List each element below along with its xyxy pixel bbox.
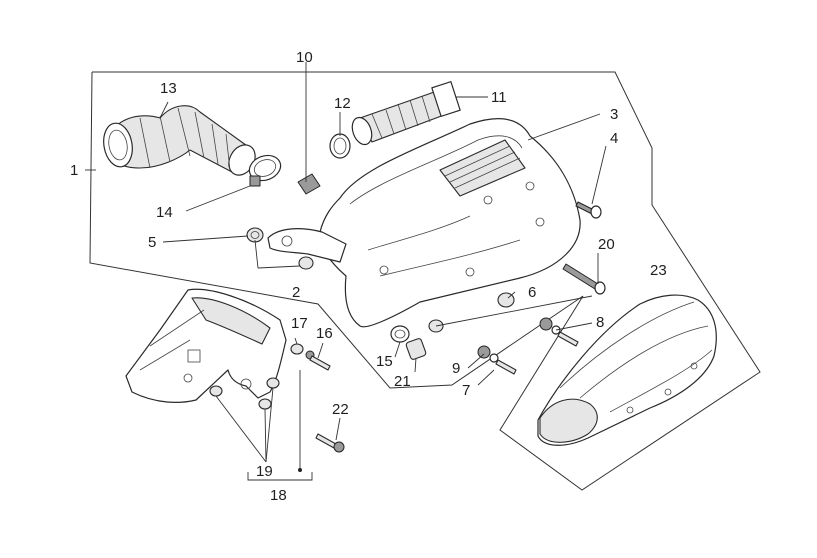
reference-dot <box>298 468 302 472</box>
callout-5: 5 <box>148 234 156 251</box>
screw-20-part <box>562 263 606 295</box>
breather-hose-part <box>351 81 461 146</box>
clip-part <box>297 173 321 195</box>
callout-19: 19 <box>256 463 273 480</box>
callout-1: 1 <box>70 162 78 179</box>
callout-22: 22 <box>332 401 349 418</box>
washer-17-part <box>290 343 304 355</box>
callout-21: 21 <box>394 373 411 390</box>
callout-20: 20 <box>598 236 615 253</box>
callout-23: 23 <box>650 262 667 279</box>
callout-4: 4 <box>610 130 618 147</box>
callout-7: 7 <box>462 382 470 399</box>
hose-clamp-15-part <box>390 325 410 343</box>
air-box-cover-part <box>537 294 717 446</box>
hose-clamp-part <box>248 154 282 187</box>
screw-4-part <box>575 201 602 219</box>
bolt-16-part <box>305 350 331 371</box>
callout-13: 13 <box>160 80 177 97</box>
bolt-22-part <box>315 433 345 453</box>
air-box-body-part <box>267 118 581 328</box>
washer-19-left-part <box>209 385 223 397</box>
callout-labels: 1 2 3 4 5 6 7 8 9 10 11 12 13 14 15 16 1… <box>70 49 667 504</box>
washer-19-right-part <box>258 398 272 410</box>
drain-plug-21-part <box>405 338 427 360</box>
callout-16: 16 <box>316 325 333 342</box>
callout-18: 18 <box>270 487 287 504</box>
callout-14: 14 <box>156 204 173 221</box>
callout-15: 15 <box>376 353 393 370</box>
callout-17: 17 <box>291 315 308 332</box>
leader-lines <box>92 62 607 481</box>
small-clamp-part <box>329 133 351 159</box>
bracket-part <box>125 288 287 403</box>
callout-11: 11 <box>491 89 507 106</box>
spacer-near-5-part <box>298 256 314 270</box>
assembly-group-outline <box>89 71 761 491</box>
callout-8: 8 <box>596 314 604 331</box>
callout-10: 10 <box>296 49 313 66</box>
callout-9: 9 <box>452 360 460 377</box>
bolt-8-part <box>539 317 579 347</box>
grommet-5-part <box>246 227 264 243</box>
bolt-7-part <box>477 345 517 375</box>
intake-duct-part <box>103 105 256 176</box>
callout-3: 3 <box>610 106 618 123</box>
callout-2: 2 <box>292 284 300 301</box>
washer-19-mid-part <box>266 377 280 389</box>
callout-12: 12 <box>334 95 351 112</box>
callout-6: 6 <box>528 284 536 301</box>
